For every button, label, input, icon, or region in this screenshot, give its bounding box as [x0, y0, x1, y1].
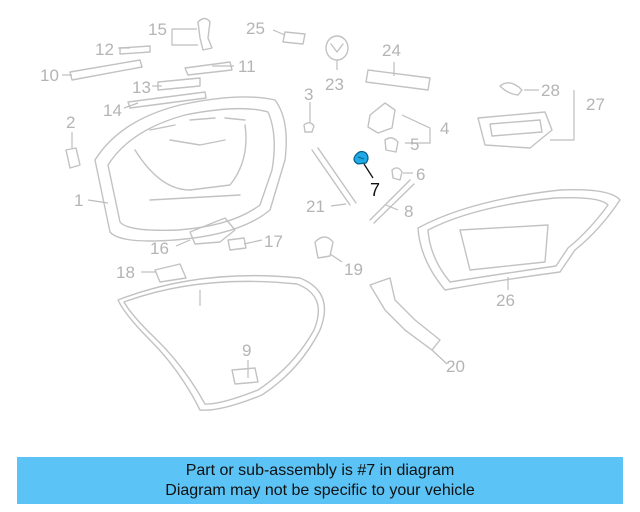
callout-15: 15	[148, 20, 167, 39]
rod-and-strut-parts	[311, 147, 415, 224]
callout-2: 2	[66, 113, 75, 132]
latch-parts	[154, 217, 334, 283]
leader-lines	[62, 28, 575, 378]
callout-labels: 1 2 3 4 5 7 6 8 9 10 11 12 13 14 15 16 1…	[40, 19, 605, 376]
callout-27: 27	[586, 95, 605, 114]
callout-5: 5	[410, 135, 419, 154]
hinge-arm-part-20	[369, 277, 441, 351]
callout-24: 24	[382, 41, 401, 60]
callout-16: 16	[150, 239, 169, 258]
upper-small-parts	[197, 17, 431, 91]
trunk-seal-part	[117, 274, 326, 411]
callout-9: 9	[242, 341, 251, 360]
callout-20: 20	[446, 357, 465, 376]
highlighted-clip-part-7	[353, 150, 369, 165]
callout-4: 4	[440, 119, 449, 138]
trunk-liner-part-26	[417, 189, 621, 291]
callout-13: 13	[132, 78, 151, 97]
callout-8: 8	[404, 202, 413, 221]
callout-21: 21	[306, 197, 325, 216]
callout-10: 10	[40, 66, 59, 85]
callout-17: 17	[264, 232, 283, 251]
part-info-banner: Part or sub-assembly is #7 in diagram Di…	[17, 457, 623, 504]
callout-11: 11	[238, 57, 256, 76]
callout-28: 28	[541, 81, 560, 100]
left-small-parts	[65, 122, 315, 169]
callout-3: 3	[304, 85, 313, 104]
callout-6: 6	[416, 165, 425, 184]
banner-line-disclaimer: Diagram may not be specific to your vehi…	[165, 481, 475, 499]
callout-1: 1	[74, 191, 83, 210]
banner-line-part-number: Part or sub-assembly is #7 in diagram	[185, 461, 455, 479]
callout-12: 12	[95, 40, 114, 59]
bracket-part-4	[367, 102, 399, 153]
callout-25: 25	[246, 19, 265, 38]
callout-7: 7	[370, 180, 380, 200]
trunk-lid-part	[94, 96, 287, 242]
callout-18: 18	[116, 263, 135, 282]
parts-diagram: 1 2 3 4 5 7 6 8 9 10 11 12 13 14 15 16 1…	[40, 17, 621, 411]
callout-19: 19	[344, 260, 363, 279]
callout-23: 23	[325, 75, 344, 94]
lamp-parts	[477, 82, 553, 149]
callout-14: 14	[103, 101, 122, 120]
callout-26: 26	[496, 291, 515, 310]
